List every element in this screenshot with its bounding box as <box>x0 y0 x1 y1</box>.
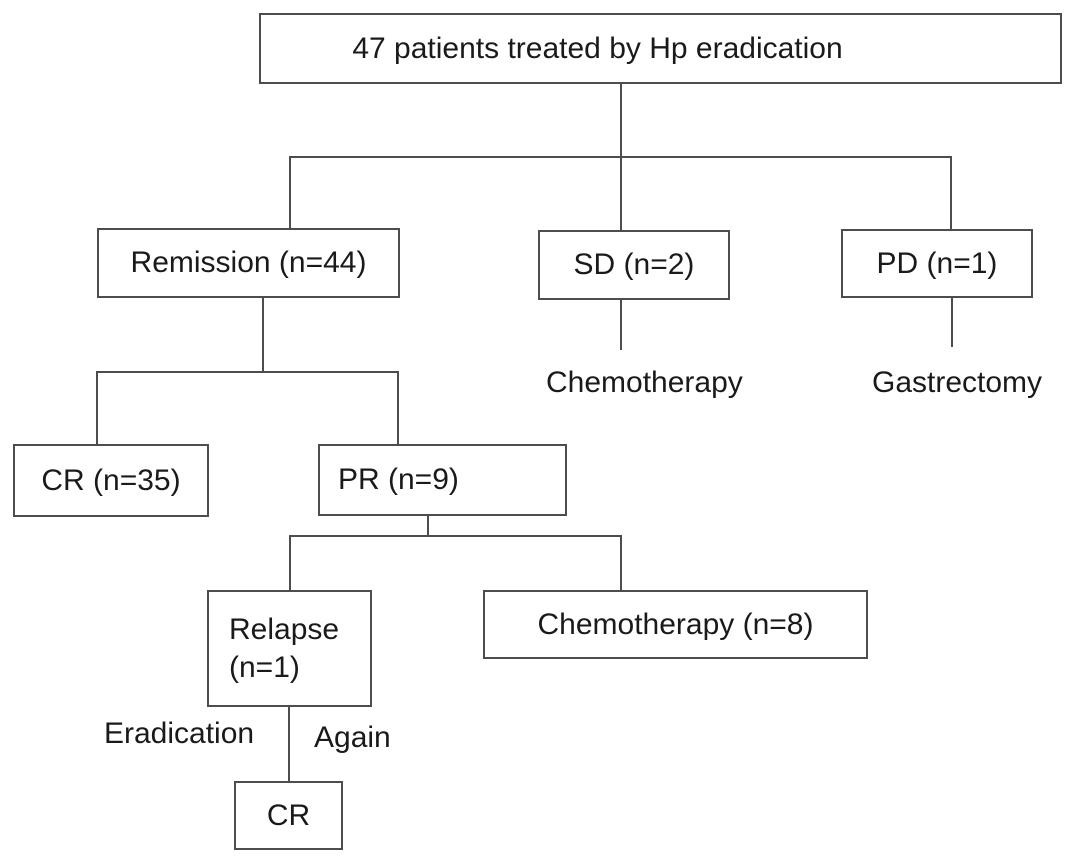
node-cr35-label: CR (n=35) <box>41 463 181 497</box>
connector-pr-down <box>427 515 429 537</box>
node-total-patients-label: 47 patients treated by Hp eradication <box>352 31 843 65</box>
node-pr9-label: PR (n=9) <box>338 463 459 497</box>
label-again-edge: Again <box>314 721 391 754</box>
connector-split1-to-pd <box>950 156 952 231</box>
node-sd: SD (n=2) <box>538 230 730 300</box>
node-cr-final: CR <box>234 781 343 850</box>
node-total-patients: 47 patients treated by Hp eradication <box>259 13 1062 84</box>
node-relapse: Relapse (n=1) <box>207 590 372 707</box>
node-remission-label: Remission (n=44) <box>130 246 367 280</box>
node-sd-label: SD (n=2) <box>573 248 695 282</box>
connector-split1-horizontal <box>289 156 952 158</box>
connector-split2-horizontal <box>96 371 399 373</box>
label-gastrectomy-outcome: Gastrectomy <box>872 366 1043 399</box>
connector-pd-to-gastrectomy <box>951 298 953 347</box>
node-pr9: PR (n=9) <box>318 444 567 516</box>
connector-split2-to-cr35 <box>96 371 98 445</box>
connector-remission-down <box>262 298 264 373</box>
label-chemotherapy-outcome: Chemotherapy <box>546 366 743 399</box>
connector-relapse-to-cr <box>288 706 290 782</box>
node-pd-label: PD (n=1) <box>876 246 998 280</box>
connector-split3-horizontal <box>289 535 622 537</box>
connector-split2-to-pr9 <box>397 371 399 445</box>
node-chemotherapy-n8-label: Chemotherapy (n=8) <box>537 607 814 641</box>
node-remission: Remission (n=44) <box>97 228 400 298</box>
connector-split3-to-relapse <box>289 535 291 591</box>
label-eradication-edge: Eradication <box>104 717 255 750</box>
node-chemotherapy-n8: Chemotherapy (n=8) <box>483 590 868 659</box>
connector-split1-to-remission <box>289 156 291 229</box>
node-cr35: CR (n=35) <box>13 444 209 517</box>
node-relapse-label-line2: (n=1) <box>229 650 300 684</box>
node-relapse-label-line1: Relapse <box>229 613 340 646</box>
node-cr-final-label: CR <box>266 798 311 832</box>
connector-sd-to-chemotherapy <box>620 300 622 350</box>
connector-split3-to-chemo8 <box>620 535 622 591</box>
node-pd: PD (n=1) <box>841 229 1033 298</box>
